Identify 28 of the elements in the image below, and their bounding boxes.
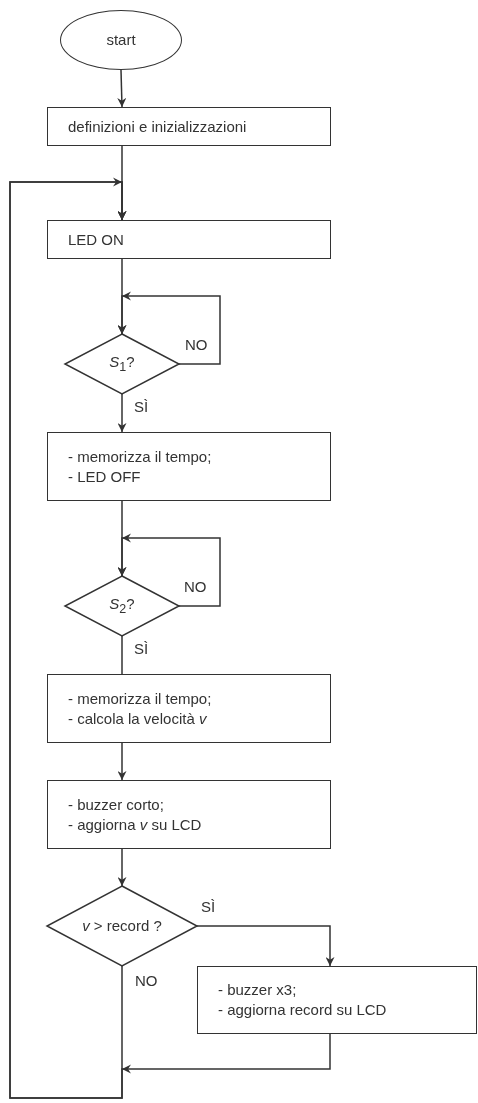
step-text: - LED OFF	[68, 466, 142, 487]
process-box	[47, 107, 331, 146]
step-text: LED ON	[68, 229, 125, 250]
arrow	[117, 393, 127, 433]
arrow	[9, 181, 331, 1099]
step-text: - buzzer corto;	[68, 794, 165, 815]
step-text: - aggiorna v su LCD	[68, 814, 203, 835]
process-box	[197, 966, 477, 1034]
process-box	[47, 432, 331, 501]
arrow	[196, 925, 335, 967]
process-box	[47, 674, 331, 743]
decision-text: S$_{1}$?	[108, 351, 136, 376]
process-box	[47, 220, 331, 259]
arrow	[117, 69, 127, 108]
arrow	[117, 742, 127, 781]
step-text: - calcola la velocità v	[68, 708, 208, 729]
step-text: - memorizza il tempo;	[68, 446, 213, 467]
step-text: start	[106, 30, 136, 50]
process-box	[47, 780, 331, 849]
step-text: - aggiorna record su LCD	[218, 1000, 388, 1020]
step-text: - buzzer x3;	[218, 980, 298, 1000]
decision-text: v > record ?	[81, 916, 163, 936]
arrow	[117, 295, 221, 365]
arrow	[117, 848, 127, 887]
step-text: definizioni e inizializzazioni	[68, 116, 248, 137]
decision-text: S$_{2}$?	[108, 593, 136, 618]
step-text: - memorizza il tempo;	[68, 688, 213, 709]
arrow	[117, 537, 221, 607]
